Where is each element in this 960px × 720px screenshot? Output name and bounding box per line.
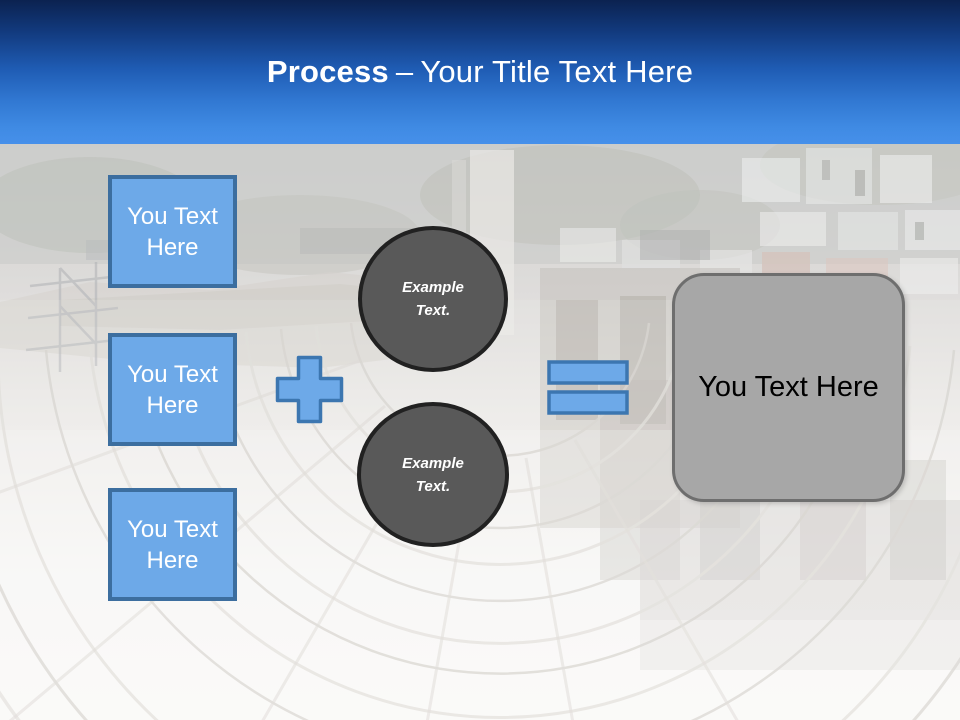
input-box-1: You Text Here bbox=[108, 175, 237, 288]
input-box-3: You Text Here bbox=[108, 488, 237, 601]
example-circle-2-label: Example Text. bbox=[402, 454, 464, 495]
title-rest: Your Title Text Here bbox=[420, 54, 694, 89]
title-emphasis: Process bbox=[266, 54, 389, 89]
example-circle-2: Example Text. bbox=[357, 402, 509, 547]
example-circle-1: Example Text. bbox=[358, 226, 508, 372]
input-box-1-label: You Text Here bbox=[127, 202, 218, 261]
example-circle-1-label: Example Text. bbox=[402, 279, 464, 319]
result-box: You Text Here bbox=[672, 273, 905, 502]
input-box-2-label: You Text Here bbox=[127, 360, 218, 419]
equals-icon bbox=[547, 360, 629, 415]
result-box-label: You Text Here bbox=[698, 371, 879, 403]
slide-title: Process–Your Title Text Here bbox=[0, 54, 960, 90]
title-separator: – bbox=[395, 54, 414, 89]
title-band bbox=[0, 0, 960, 144]
plus-icon bbox=[275, 355, 344, 424]
input-box-3-label: You Text Here bbox=[127, 515, 218, 574]
input-box-2: You Text Here bbox=[108, 333, 237, 446]
